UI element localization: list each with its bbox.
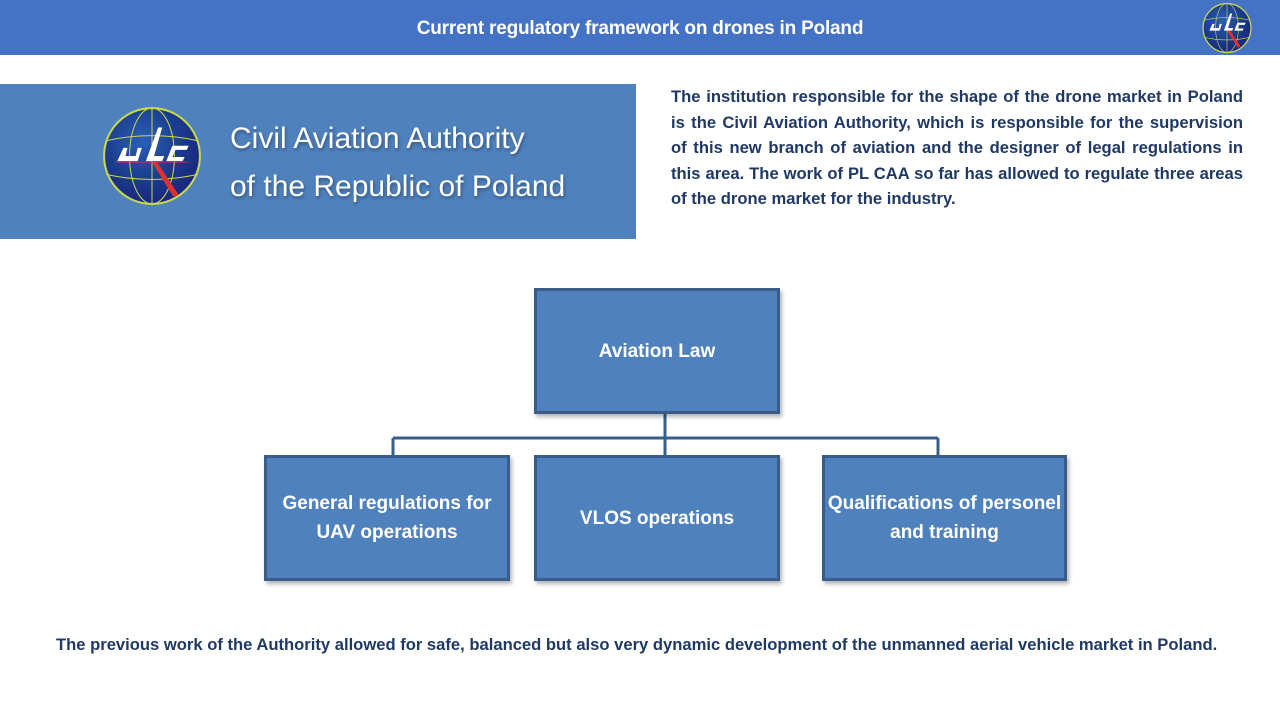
org-node-aviation-law: Aviation Law	[534, 288, 780, 414]
authority-name: Civil Aviation Authority of the Republic…	[230, 115, 565, 211]
org-node-label: Qualifications of personel and training	[827, 493, 1062, 543]
org-node-label: VLOS operations	[579, 507, 735, 529]
title-bar	[0, 0, 1280, 55]
authority-name-line2: of the Republic of Poland	[230, 170, 566, 203]
ulc-globe-logo-icon	[103, 107, 201, 205]
intro-paragraph: The institution responsible for the shap…	[671, 87, 1243, 208]
org-node-qualifications: Qualifications of personel and training	[822, 455, 1067, 581]
authority-name-line1: Civil Aviation Authority	[230, 122, 525, 155]
ulc-globe-logo-icon	[1202, 2, 1252, 54]
page-title: Current regulatory framework on drones i…	[416, 18, 864, 39]
org-node-general-regulations: General regulations for UAV operations	[264, 455, 510, 581]
org-node-vlos-operations: VLOS operations	[534, 455, 780, 581]
org-node-label: Aviation Law	[598, 340, 716, 362]
closing-paragraph: The previous work of the Authority allow…	[56, 635, 1218, 654]
org-node-label: General regulations for UAV operations	[282, 493, 492, 543]
